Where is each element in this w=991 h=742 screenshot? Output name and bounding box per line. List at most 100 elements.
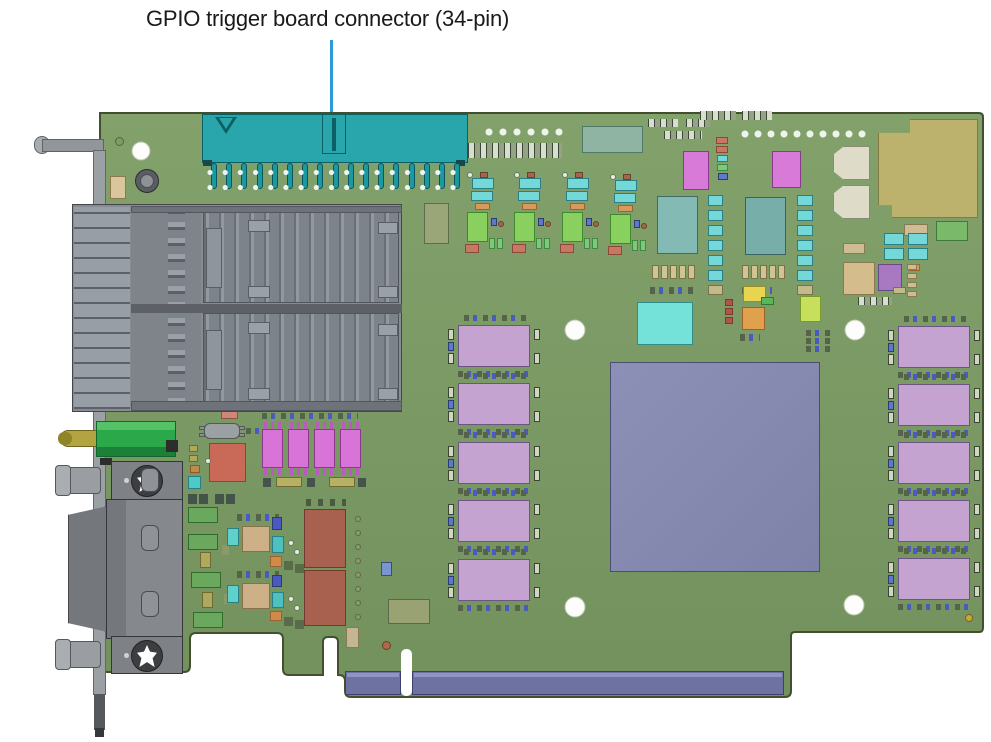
- cap-orange: [270, 556, 282, 567]
- cap-brown: [498, 221, 504, 227]
- cap-blue: [381, 562, 392, 576]
- cap-teal: [908, 233, 928, 245]
- cap-teal: [884, 233, 904, 245]
- cap-salmon: [512, 244, 526, 253]
- memory-side-cap: [888, 575, 894, 584]
- gpio-key-slot: [332, 118, 336, 151]
- memory-side-pin: [534, 563, 540, 574]
- via-dot: [355, 586, 361, 592]
- pad-dark: [188, 494, 197, 504]
- cap-khaki: [688, 265, 695, 279]
- via-row: [484, 127, 568, 137]
- via-dot: [355, 572, 361, 578]
- cap-brown: [641, 223, 647, 229]
- memory-side-pin: [534, 504, 540, 515]
- cap-teal: [708, 240, 723, 251]
- dash-row: [237, 571, 279, 578]
- memory-side-cap: [448, 342, 454, 351]
- memory-side-cap: [888, 517, 894, 526]
- cap-olive: [189, 445, 198, 452]
- inductor-green: [191, 572, 221, 588]
- pad-dark: [226, 494, 235, 504]
- gpio-pin-pads: [206, 183, 461, 192]
- pad-row: [664, 131, 702, 139]
- mounting-hole: [564, 319, 586, 341]
- memory-side-pin: [448, 504, 454, 515]
- cap-olive: [276, 477, 302, 487]
- memory-side-pin: [448, 528, 454, 539]
- cap-khaki: [742, 265, 749, 279]
- cap-blue: [272, 575, 282, 587]
- cap-brown: [623, 174, 631, 180]
- cap-brown: [545, 221, 551, 227]
- ic-teal: [745, 197, 786, 255]
- cap-orange: [618, 205, 633, 212]
- ic-tan: [843, 262, 875, 295]
- ic-green: [936, 221, 968, 241]
- inductor-green: [188, 507, 218, 523]
- inductor-green: [188, 534, 218, 550]
- memory-side-pin: [888, 504, 894, 515]
- pink-soic-pins: [264, 422, 281, 429]
- memory-side-pin: [448, 587, 454, 598]
- memory-side-pin: [888, 388, 894, 399]
- cap-brown: [480, 172, 488, 178]
- memory-side-pin: [974, 354, 980, 365]
- cap-teal: [566, 191, 588, 201]
- cap-khaki: [797, 285, 813, 295]
- pad-dark: [199, 494, 208, 504]
- ic-orange: [742, 307, 765, 330]
- cap-teal: [615, 180, 637, 191]
- regulator-ic: [610, 214, 631, 244]
- cap-teal: [518, 191, 540, 201]
- memory-passives-top: [904, 490, 966, 496]
- memory-side-pin: [888, 354, 894, 365]
- via-dot: [355, 614, 361, 620]
- cap-tan: [907, 291, 917, 297]
- via-brown: [382, 641, 391, 650]
- dash-row: [262, 413, 358, 419]
- cap-teal: [708, 195, 723, 206]
- mounting-hole: [131, 141, 151, 161]
- bracket-strip-lower: [94, 694, 105, 730]
- memory-side-pin: [448, 470, 454, 481]
- gpio-connector-label: GPIO trigger board connector (34-pin): [146, 6, 510, 31]
- crystal-pin: [199, 433, 205, 437]
- via-dot: [355, 544, 361, 550]
- cap-olive: [329, 477, 355, 487]
- dash-row: [806, 330, 834, 336]
- cap-orange: [475, 203, 490, 210]
- dash-row: [740, 334, 760, 341]
- cap-olive: [202, 592, 213, 608]
- cap-orange: [570, 203, 585, 210]
- memory-side-cap: [888, 459, 894, 468]
- cap-teal: [797, 240, 813, 251]
- pink-soic: [288, 429, 309, 468]
- sfp-bay-ribs: [203, 211, 399, 303]
- pad-row: [648, 119, 678, 127]
- memory-chip: [458, 500, 530, 542]
- cap-tan: [346, 627, 359, 648]
- memory-passives-top: [904, 548, 966, 554]
- sfp-tab: [248, 322, 270, 334]
- pad-dark: [263, 478, 271, 487]
- memory-passives-top: [464, 490, 526, 496]
- cap-teal: [797, 270, 813, 281]
- cap-red: [725, 308, 733, 315]
- aux-connector-pad: [100, 458, 112, 465]
- cap-green: [497, 238, 503, 249]
- cap-brown: [527, 172, 535, 178]
- cap-teal: [797, 210, 813, 221]
- pad-row: [468, 143, 562, 158]
- memory-side-pin: [974, 470, 980, 481]
- cap-green: [640, 240, 646, 251]
- cap-yellow: [743, 286, 766, 302]
- aux-connector-body-top: [97, 422, 175, 430]
- cap-green: [592, 238, 598, 249]
- cap-khaki: [670, 265, 677, 279]
- memory-side-pin: [888, 562, 894, 573]
- memory-side-pin: [534, 587, 540, 598]
- cap-teal: [717, 155, 728, 162]
- cap-teal: [708, 210, 723, 221]
- mount-hole-small: [115, 137, 124, 146]
